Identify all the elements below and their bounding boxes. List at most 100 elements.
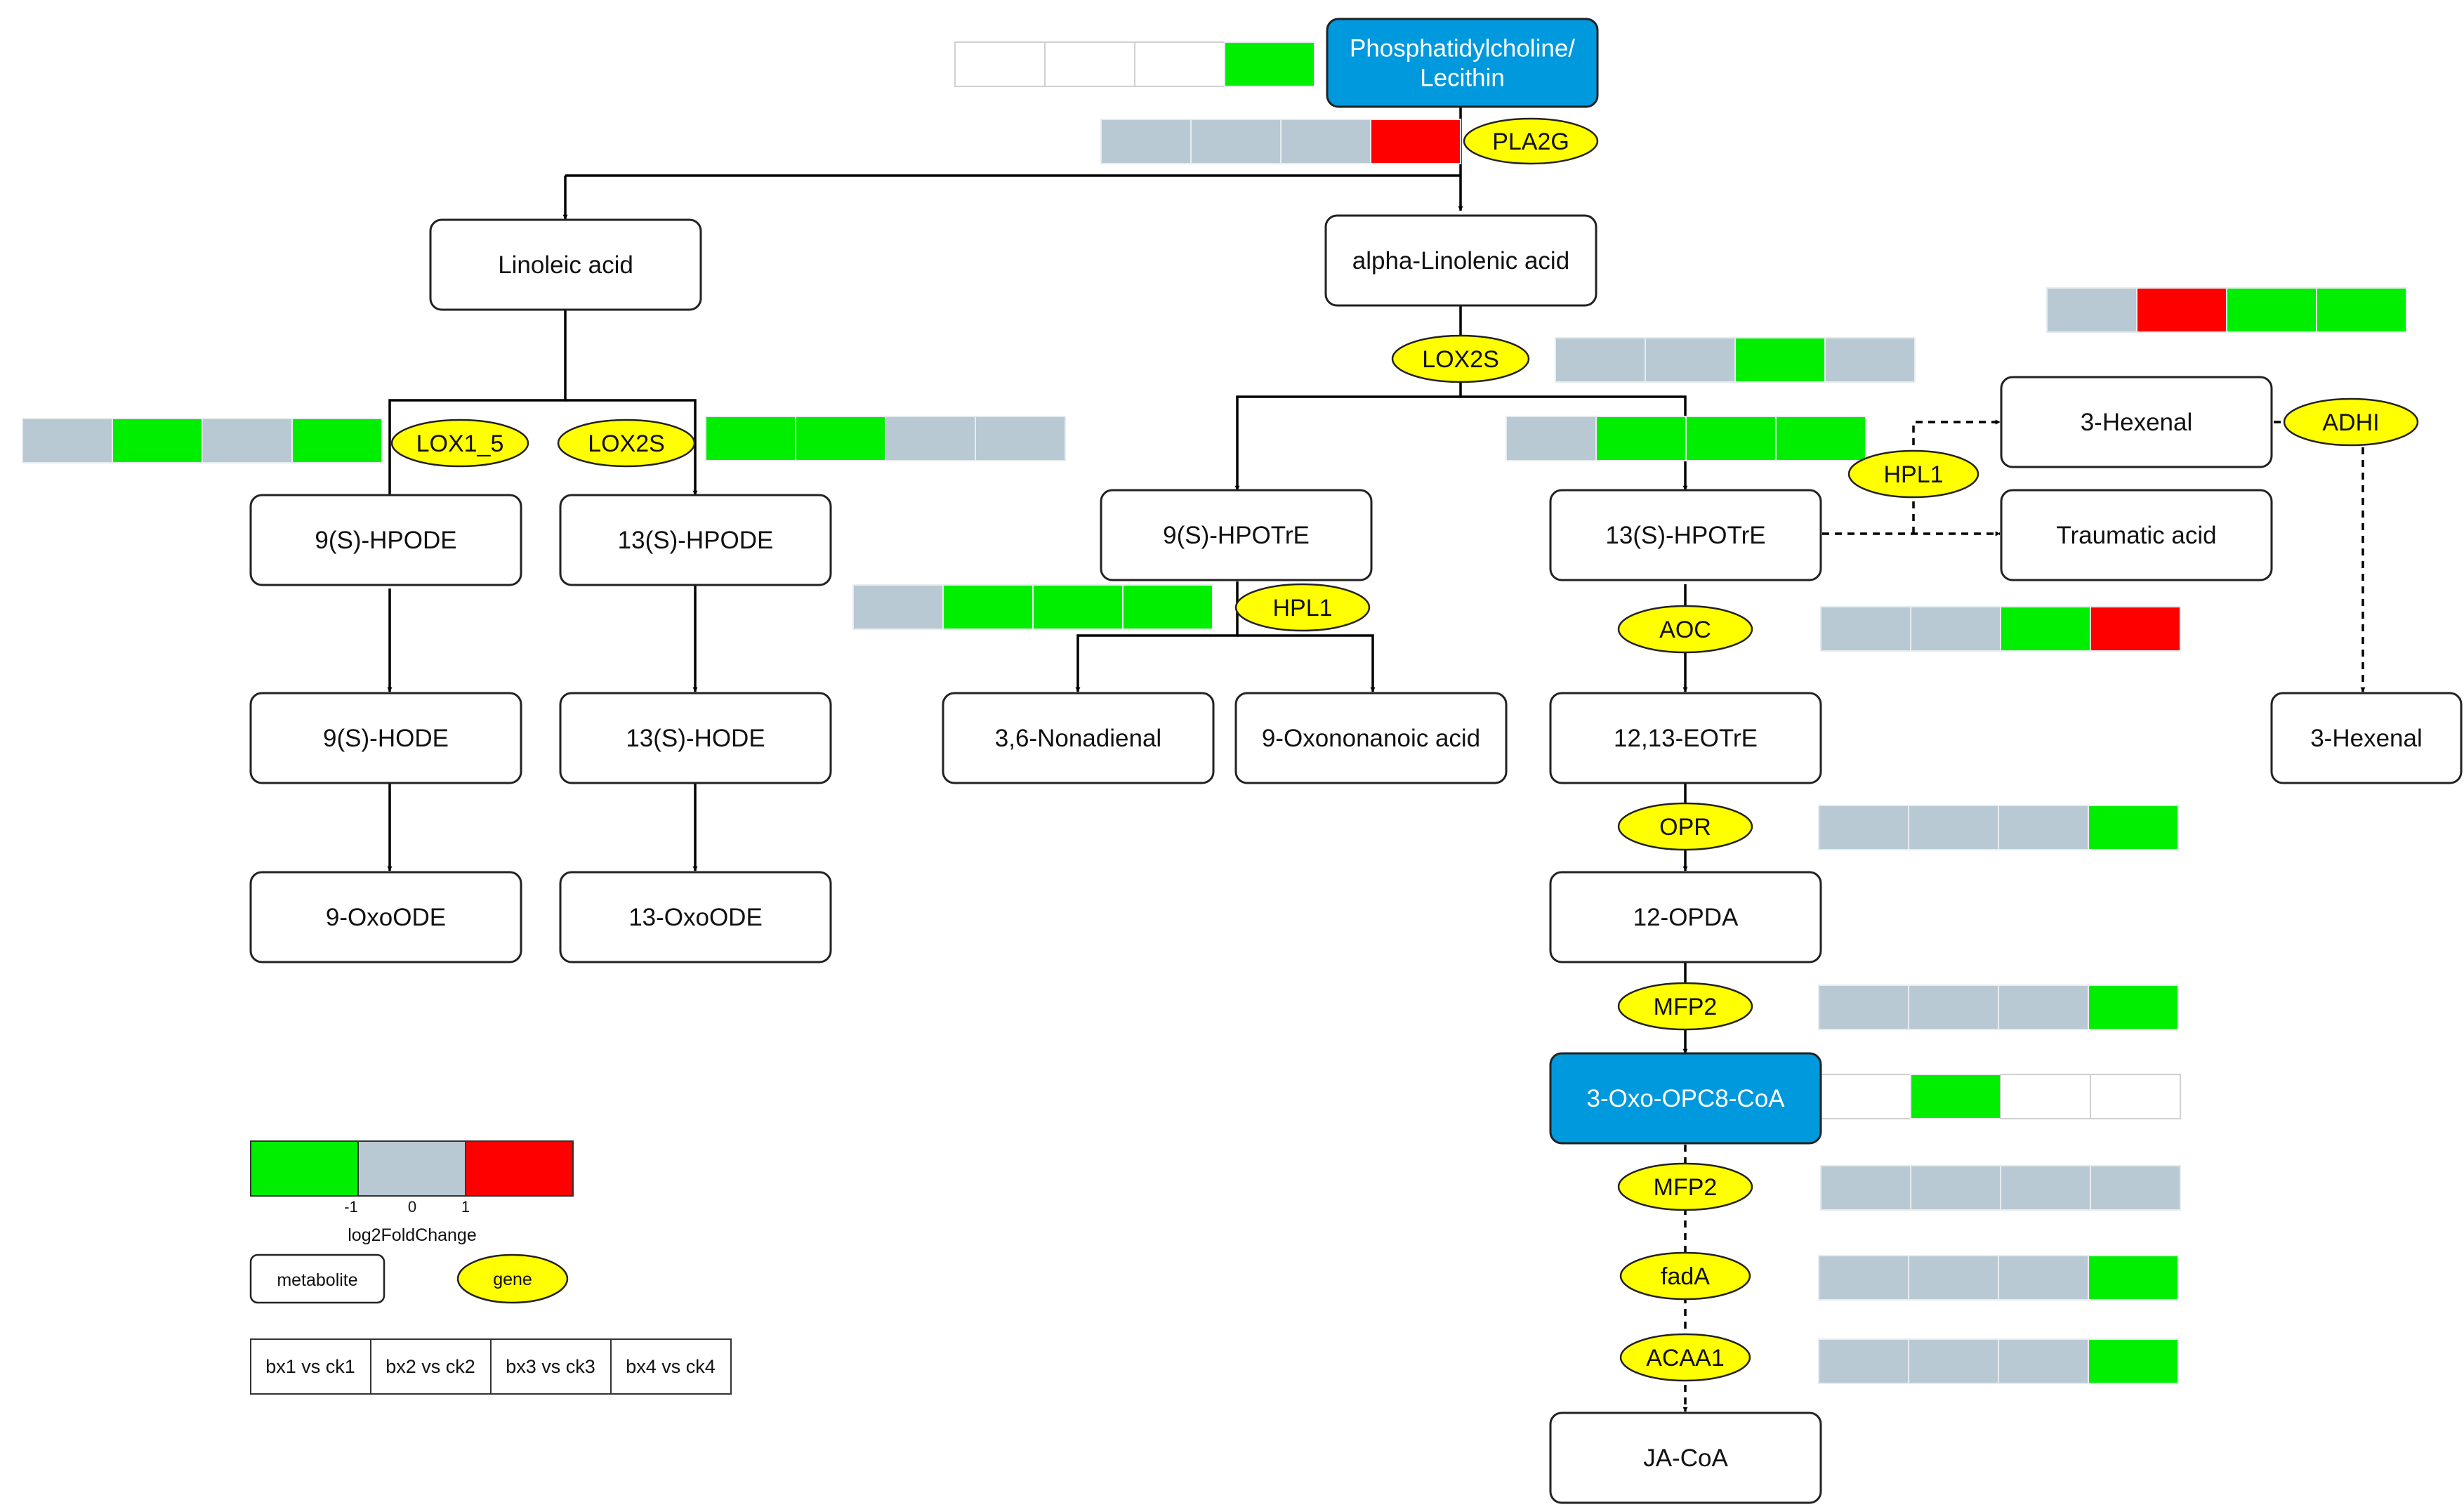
metabolite-nonadienal-label: 3,6-Nonadienal xyxy=(995,725,1161,752)
metabolite-hpode13: 13(S)-HPODE xyxy=(559,494,832,586)
pathway-edge-9 xyxy=(1237,634,1376,692)
gene-mfp2_a-shape xyxy=(1617,982,1753,1031)
heatmap-lox1_5-cell-1 xyxy=(22,418,113,463)
metabolite-opda-box xyxy=(1549,871,1822,963)
heatmap-hpl1_b-cell-1 xyxy=(852,584,944,630)
metabolite-hpotre13-label: 13(S)-HPOTrE xyxy=(1605,522,1765,549)
gene-opr: OPR xyxy=(1617,802,1753,851)
metabolite-opda-label: 12-OPDA xyxy=(1633,904,1739,931)
heatmap-fada-cell-4 xyxy=(2088,1255,2179,1301)
metabolite-hpotre9-label: 9(S)-HPOTrE xyxy=(1163,522,1310,549)
heatmap-mfp2_b-cell-4 xyxy=(2090,1165,2181,1211)
heatmap-mfp2_b-cell-3 xyxy=(2000,1165,2091,1211)
metabolite-linoleic: Linoleic acid xyxy=(429,218,702,311)
heatmap-pla2g-cell-4 xyxy=(1370,119,1461,164)
heatmap-mfp2_b-cell-2 xyxy=(1910,1165,2001,1211)
gene-aoc-shape xyxy=(1617,605,1753,654)
heatmap-fada-cell-3 xyxy=(1998,1255,2089,1301)
heatmap-mfp2_a-cell-3 xyxy=(1998,985,2089,1030)
metabolite-hode13-box xyxy=(559,692,832,784)
gene-opr-label: OPR xyxy=(1659,814,1711,841)
gene-lox1_5-shape xyxy=(390,419,529,468)
heatmap-adhi-cell-1 xyxy=(2046,287,2137,333)
heatmap-hpl1_b-cell-2 xyxy=(942,584,1034,630)
legend-metabolite-box xyxy=(249,1253,386,1304)
expression-heatmaps xyxy=(22,41,2407,1384)
legend-gene-shape xyxy=(456,1253,569,1304)
heatmap-lox2s_top-cell-4 xyxy=(1824,337,1916,383)
gene-hpl1_a-shape xyxy=(1847,449,1979,499)
metabolite-nonadienal-box xyxy=(942,692,1215,784)
heatmap-aoc-cell-3 xyxy=(2000,606,2091,652)
heatmap-pc-cell-4 xyxy=(1224,41,1315,87)
metabolite-hode9-label: 9(S)-HODE xyxy=(323,725,449,752)
heatmap-opr-cell-2 xyxy=(1908,805,1999,850)
metabolite-linoleic-box xyxy=(429,218,702,311)
pathway-edge-5 xyxy=(565,399,698,496)
legend-tick-3: 1 xyxy=(461,1198,470,1216)
gene-fada-shape xyxy=(1619,1251,1751,1301)
metabolite-hode9: 9(S)-HODE xyxy=(249,692,522,784)
heatmap-lox2s_top-cell-1 xyxy=(1555,337,1646,383)
heatmap-fada-cell-2 xyxy=(1908,1255,1999,1301)
metabolite-eotre-box xyxy=(1549,692,1822,784)
metabolite-eotre: 12,13-EOTrE xyxy=(1549,692,1822,784)
metabolite-oxoode13: 13-OxoODE xyxy=(559,871,832,963)
heatmap-pla2g-cell-2 xyxy=(1190,119,1282,164)
metabolite-eotre-label: 12,13-EOTrE xyxy=(1614,725,1758,752)
gene-hpl1_b-shape xyxy=(1234,583,1371,632)
gene-hpl1_b-label: HPL1 xyxy=(1272,595,1332,621)
metabolite-oxoode13-label: 13-OxoODE xyxy=(628,904,763,931)
legend-gene-label: gene xyxy=(493,1270,532,1289)
heatmap-acaa1-cell-4 xyxy=(2088,1338,2179,1384)
metabolite-hode13: 13(S)-HODE xyxy=(559,692,832,784)
gene-adhi: ADHI xyxy=(2283,397,2419,447)
heatmap-opr-cell-3 xyxy=(1998,805,2089,850)
gene-hpl1_b: HPL1 xyxy=(1234,583,1371,632)
gene-fada: fadA xyxy=(1619,1251,1751,1301)
gene-mfp2_b-shape xyxy=(1617,1162,1753,1211)
metabolite-hpotre13: 13(S)-HPOTrE xyxy=(1549,489,1822,581)
gene-lox2s_left-label: LOX2S xyxy=(588,430,665,457)
metabolite-hpode9-box xyxy=(249,494,522,586)
heatmap-lox2s_top-cell-3 xyxy=(1734,337,1826,383)
metabolite-linoleic-label: Linoleic acid xyxy=(498,251,633,279)
metabolite-hode13-label: 13(S)-HODE xyxy=(626,725,765,752)
heatmap-opr-cell-1 xyxy=(1818,805,1909,850)
metabolite-oxononanoic-label: 9-Oxononanoic acid xyxy=(1262,725,1480,752)
metabolite-opc8-label: 3-Oxo-OPC8-CoA xyxy=(1586,1085,1785,1112)
heatmap-opr-cell-4 xyxy=(2088,805,2179,850)
heatmap-acaa1-cell-3 xyxy=(1998,1338,2089,1384)
heatmap-hpl1_a-cell-2 xyxy=(1595,416,1687,461)
metabolite-pc: Phosphatidylcholine/Lecithin xyxy=(1326,18,1599,108)
heatmap-opc8-cell-3 xyxy=(2000,1074,2091,1119)
gene-mfp2_a: MFP2 xyxy=(1617,982,1753,1031)
metabolite-hpotre13-box xyxy=(1549,489,1822,581)
metabolite-hpode9: 9(S)-HPODE xyxy=(249,494,522,586)
gene-aoc-label: AOC xyxy=(1659,617,1711,643)
metabolite-hpode13-label: 13(S)-HPODE xyxy=(618,527,774,554)
heatmap-acaa1-cell-1 xyxy=(1818,1338,1909,1384)
legend-tick-1: -1 xyxy=(344,1198,358,1216)
metabolite-hpotre9-box xyxy=(1100,489,1373,581)
heatmap-pc-cell-2 xyxy=(1044,41,1135,87)
heatmap-hpl1_a-cell-3 xyxy=(1685,416,1777,461)
heatmap-mfp2_a-cell-1 xyxy=(1818,985,1909,1030)
heatmap-mfp2_b-cell-1 xyxy=(1820,1165,1911,1211)
heatmap-pla2g-cell-1 xyxy=(1100,119,1192,164)
gene-pla2g-label: PLA2G xyxy=(1492,129,1569,155)
legend-metabolite-label: metabolite xyxy=(277,1270,357,1290)
gene-lox2s_top-shape xyxy=(1391,334,1530,383)
metabolite-traumatic: Traumatic acid xyxy=(2000,489,2273,581)
metabolite-opc8: 3-Oxo-OPC8-CoA xyxy=(1549,1052,1822,1145)
legend-scale-up xyxy=(465,1140,574,1197)
metabolite-jacoa-label: JA-CoA xyxy=(1643,1445,1728,1472)
pathway-edge-19 xyxy=(1912,419,2001,534)
metabolite-hpotre9: 9(S)-HPOTrE xyxy=(1100,489,1373,581)
legend-comparison-label-2: bx2 vs ck2 xyxy=(386,1356,475,1377)
gene-pla2g: PLA2G xyxy=(1463,117,1599,165)
metabolite-hexenal_b-label: 3-Hexenal xyxy=(2310,725,2423,752)
legend-scale-label: log2FoldChange xyxy=(348,1225,476,1245)
